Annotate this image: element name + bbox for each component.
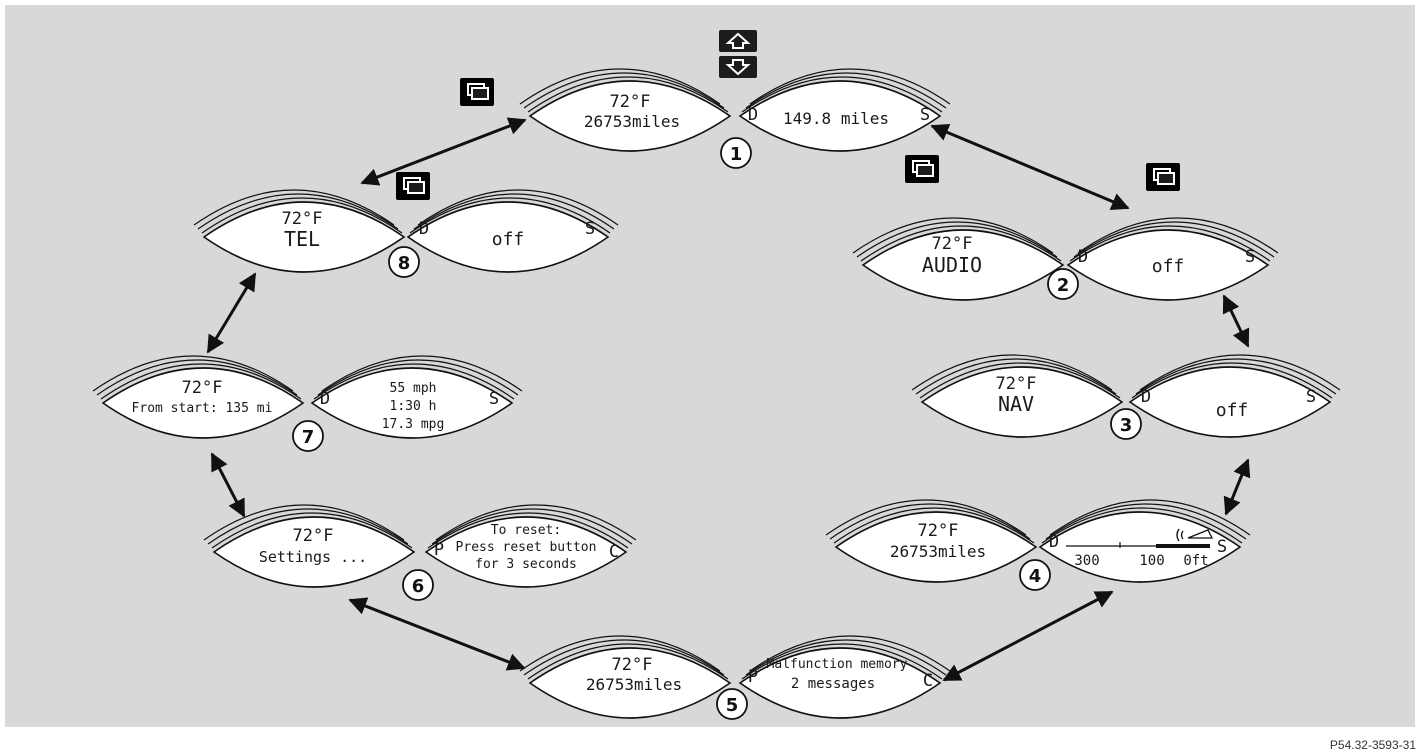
arrow-8-1 xyxy=(360,117,527,186)
screen-6-side-left: P xyxy=(434,540,444,560)
arrow-2-3 xyxy=(1222,294,1250,348)
screen-4-side-right: S xyxy=(1217,537,1227,557)
screen-7: 72°F From start: 135 mi 55 mph 1:30 h 17… xyxy=(92,355,523,452)
screen-2-temp: 72°F xyxy=(932,234,973,254)
arrow-1-2 xyxy=(930,123,1130,211)
screen-8-side-left: D xyxy=(419,219,429,239)
screen-2-label: AUDIO xyxy=(922,253,982,277)
screen-2: 72°F AUDIO off D S 2 xyxy=(852,217,1279,301)
menu-icon xyxy=(459,77,495,107)
arrow-3-4 xyxy=(1223,458,1251,516)
screen-5-side-right: C xyxy=(923,671,933,691)
screen-7-number-circle xyxy=(292,420,324,452)
screen-8-temp: 72°F xyxy=(282,209,323,229)
screen-7-label: From start: 135 mi xyxy=(132,401,273,416)
screen-5-temp: 72°F xyxy=(612,655,653,675)
down-arrow-icon xyxy=(719,56,757,78)
screen-4-odometer: 26753miles xyxy=(890,542,986,561)
arrow-7-8 xyxy=(206,272,257,354)
screen-6-line-3: for 3 seconds xyxy=(475,557,577,572)
screen-7-time: 1:30 h xyxy=(390,399,437,414)
screen-5-line-2: 2 messages xyxy=(791,676,875,692)
menu-icon xyxy=(1145,162,1181,192)
screen-7-consumption: 17.3 mpg xyxy=(382,417,445,432)
screen-1-side-left: D xyxy=(748,105,758,125)
arrow-6-7 xyxy=(210,452,246,518)
screen-1: 72°F 26753miles 149.8 miles D S 1 xyxy=(519,68,951,169)
screen-4-number-circle xyxy=(1019,559,1051,591)
screen-3-number-circle xyxy=(1110,408,1142,440)
screen-4-side-left: D xyxy=(1049,532,1059,552)
screen-4-tick-100: 100 xyxy=(1139,553,1164,569)
screen-4-tick-300: 300 xyxy=(1074,553,1099,569)
screen-1-value: 149.8 miles xyxy=(783,109,889,128)
screen-8: 72°F TEL off D S 8 xyxy=(193,189,619,278)
menu-icon xyxy=(904,154,940,184)
screen-4-distance-bar xyxy=(1156,544,1210,548)
screen-7-side-right: S xyxy=(489,389,499,409)
screen-3-side-right: S xyxy=(1306,387,1316,407)
screen-4-number: 4 xyxy=(1029,566,1042,587)
screen-6-line-2: Press reset button xyxy=(456,540,597,555)
screen-6-label: Settings ... xyxy=(259,548,367,566)
screen-3: 72°F NAV off D S 3 xyxy=(911,354,1341,440)
screen-5-side-left: P xyxy=(748,667,758,687)
screen-2-side-left: D xyxy=(1078,247,1088,267)
screen-2-number-circle xyxy=(1047,268,1079,300)
screen-5: 72°F 26753miles Malfunction memory 2 mes… xyxy=(519,635,951,720)
screen-5-line-1: Malfunction memory xyxy=(767,657,908,672)
arrow-5-6 xyxy=(348,597,526,671)
screen-5-odometer: 26753miles xyxy=(586,675,682,694)
screen-8-value: off xyxy=(492,229,525,250)
screen-6-line-1: To reset: xyxy=(491,523,561,538)
screen-2-number: 2 xyxy=(1057,275,1070,296)
screen-5-number: 5 xyxy=(726,695,739,716)
screen-2-side-right: S xyxy=(1245,247,1255,267)
screen-1-number-circle xyxy=(720,137,752,169)
parking-sensor-icon xyxy=(1176,528,1214,542)
screen-3-side-left: D xyxy=(1141,387,1151,407)
screen-8-label: TEL xyxy=(284,227,320,251)
menu-icon xyxy=(395,171,431,201)
screen-5-number-circle xyxy=(716,688,748,720)
screen-3-number: 3 xyxy=(1120,415,1133,436)
screen-7-side-left: D xyxy=(320,389,330,409)
screen-7-temp: 72°F xyxy=(182,378,223,398)
screen-8-number-circle xyxy=(388,246,420,278)
screen-3-temp: 72°F xyxy=(996,374,1037,394)
screen-7-number: 7 xyxy=(302,427,315,448)
screen-6-side-right: C xyxy=(609,542,619,562)
screen-4-temp: 72°F xyxy=(918,521,959,541)
screen-2-value: off xyxy=(1152,256,1185,277)
screen-4: 72°F 26753miles 300 100 0ft D S 4 xyxy=(825,499,1251,591)
screen-3-value: off xyxy=(1216,400,1249,421)
arrow-4-5 xyxy=(942,590,1114,682)
screen-8-number: 8 xyxy=(398,253,411,274)
screen-1-number: 1 xyxy=(730,144,743,165)
screen-4-tick-0ft: 0ft xyxy=(1183,553,1208,569)
screen-3-label: NAV xyxy=(998,392,1034,416)
screen-6-number: 6 xyxy=(412,576,425,597)
screen-1-temp: 72°F xyxy=(610,92,651,112)
screen-6-number-circle xyxy=(402,569,434,601)
screen-8-side-right: S xyxy=(585,219,595,239)
screen-7-speed: 55 mph xyxy=(390,381,437,396)
up-arrow-icon xyxy=(719,30,757,52)
screen-6-temp: 72°F xyxy=(293,526,334,546)
screen-6: 72°F Settings ... To reset: Press reset … xyxy=(203,504,637,601)
screen-1-side-right: S xyxy=(920,105,930,125)
figure-code: P54.32-3593-31 xyxy=(1329,738,1416,752)
screen-1-odometer: 26753miles xyxy=(584,112,680,131)
connector-arrows xyxy=(206,117,1251,682)
